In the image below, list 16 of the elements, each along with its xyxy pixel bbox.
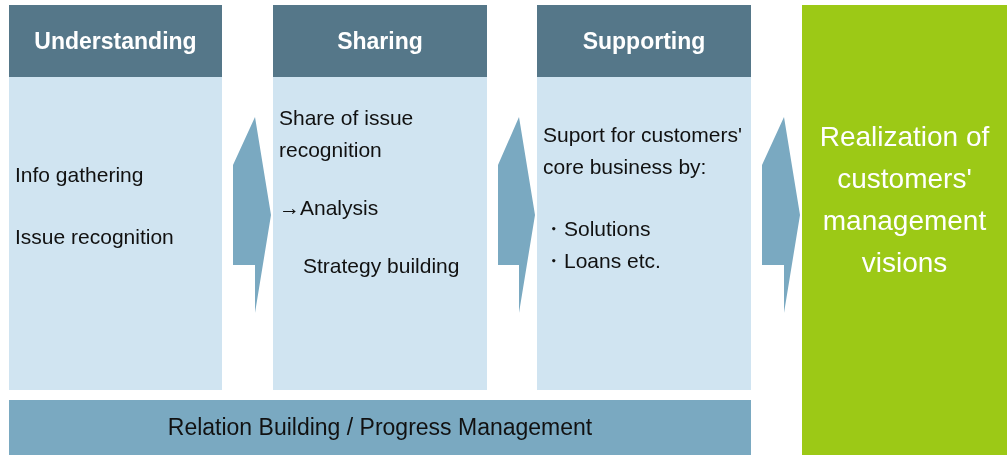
body-text: Share of issue recognition [279, 105, 415, 163]
body-text: Info gathering [15, 162, 145, 188]
block-arrow [762, 117, 800, 313]
body-text: Suport for customers' core business by: [543, 122, 743, 180]
base-bar: Relation Building / Progress Management [9, 400, 751, 455]
body-text: Strategy building [302, 253, 461, 279]
block-arrow [233, 117, 271, 313]
body-text: ・Solutions [543, 216, 652, 242]
body-text: →Analysis [279, 195, 380, 221]
body-text: ・Loans etc. [543, 248, 662, 274]
column-header: Sharing [273, 5, 487, 77]
goal-box: Realization of customers' management visions [802, 5, 1007, 455]
body-text: Issue recognition [15, 224, 175, 250]
column-header: Supporting [537, 5, 751, 77]
column-header: Understanding [9, 5, 222, 77]
block-arrow [498, 117, 535, 313]
